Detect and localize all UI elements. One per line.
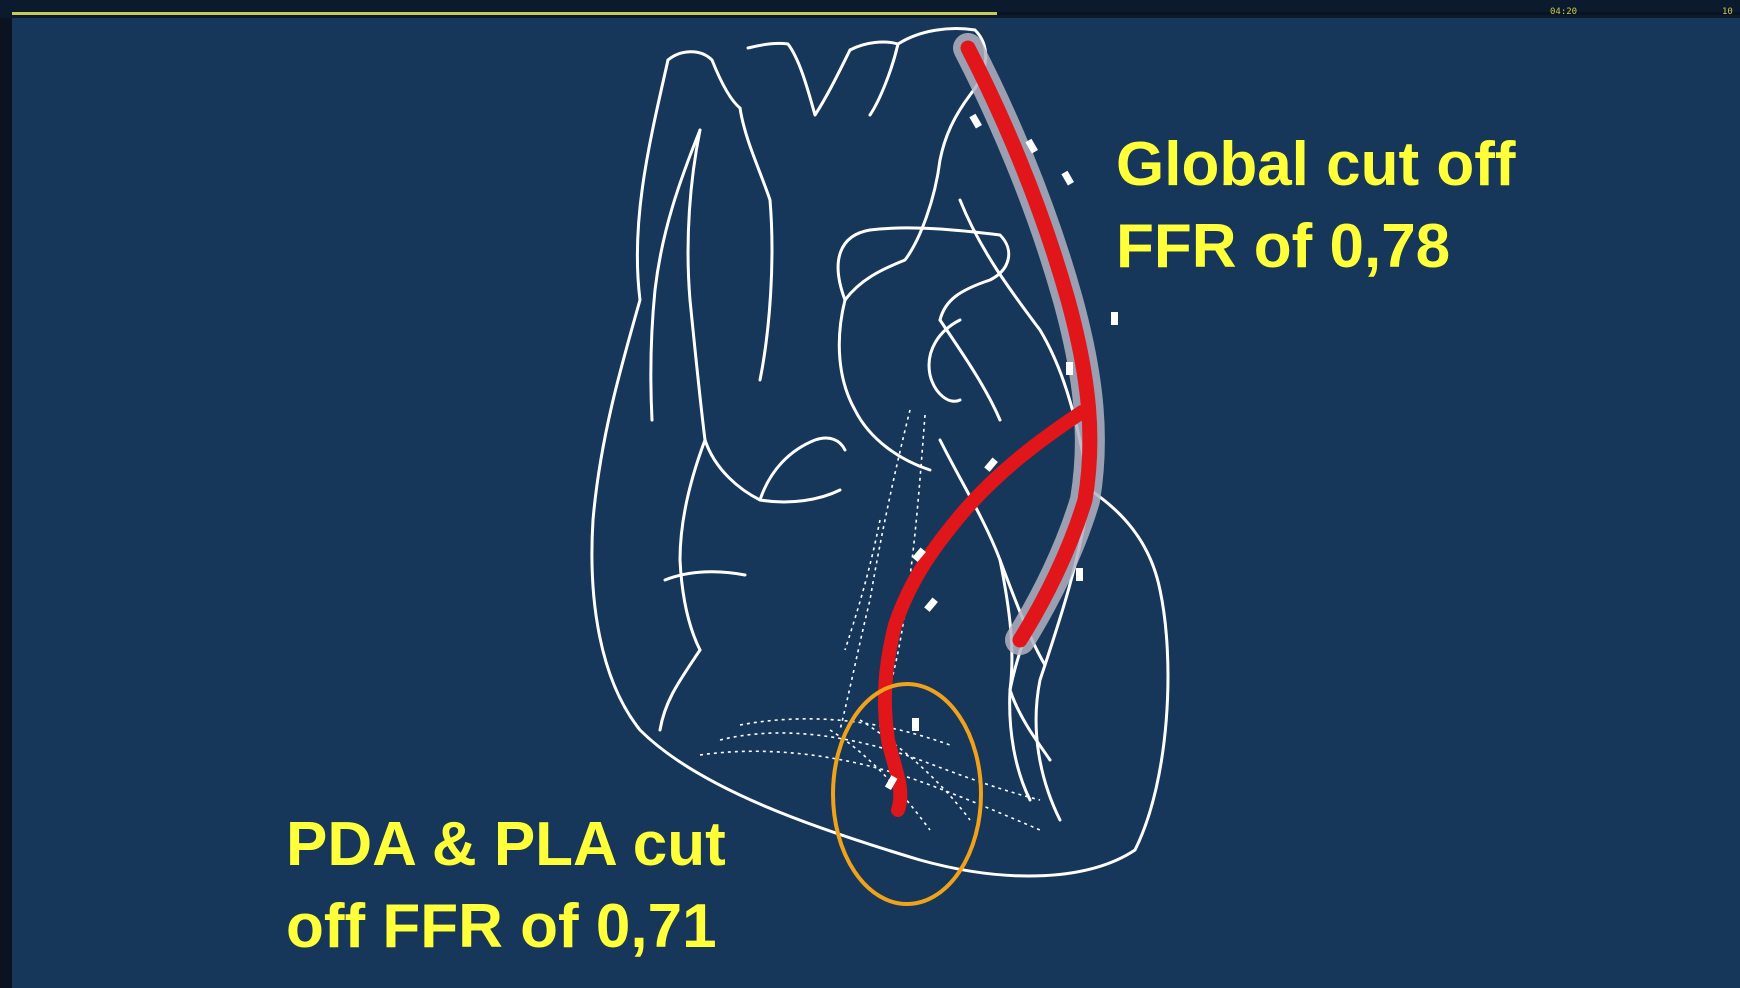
right-ventricle-wall (660, 650, 700, 730)
dotted-vessel-1 (840, 410, 910, 730)
dotted-vessel-5 (700, 751, 1040, 830)
pda-cutoff-line2: off FFR of 0,71 (286, 886, 726, 968)
right-atrium-inner (760, 438, 845, 500)
tricuspid-line (680, 440, 705, 650)
aortic-arch-inner (740, 108, 772, 380)
tick-mark (1111, 312, 1118, 325)
pulmonary-trunk (838, 228, 1009, 320)
pulmonary-branch (940, 320, 1000, 420)
tick-mark (1061, 171, 1074, 186)
lad-artery (968, 48, 1090, 640)
tick-mark (912, 718, 919, 731)
dotted-vessel-4 (720, 733, 1040, 800)
dotted-vessel-8 (860, 720, 970, 820)
lad-vessel (968, 48, 1090, 640)
aorta-branch-2 (850, 42, 898, 115)
global-cutoff-label: Global cut off FFR of 0,78 (1116, 124, 1516, 288)
atrial-appendage (929, 320, 960, 401)
tick-mark (969, 114, 982, 129)
tick-mark (924, 597, 938, 611)
pda-cutoff-line1: PDA & PLA cut (286, 804, 726, 886)
pulmonary-root (839, 300, 930, 470)
pda-cutoff-label: PDA & PLA cut off FFR of 0,71 (286, 804, 726, 968)
aorta-branch-1 (748, 43, 850, 115)
posterior-vessels-dotted (700, 410, 1040, 830)
ascending-aorta (845, 160, 940, 300)
aorta-left (668, 52, 740, 108)
global-cutoff-line1: Global cut off (1116, 124, 1516, 206)
rv-inner-curve (665, 572, 745, 580)
tick-mark (1066, 362, 1073, 375)
tick-mark (1076, 568, 1083, 581)
apex-branch (1010, 690, 1050, 760)
global-cutoff-line2: FFR of 0,78 (1116, 206, 1516, 288)
